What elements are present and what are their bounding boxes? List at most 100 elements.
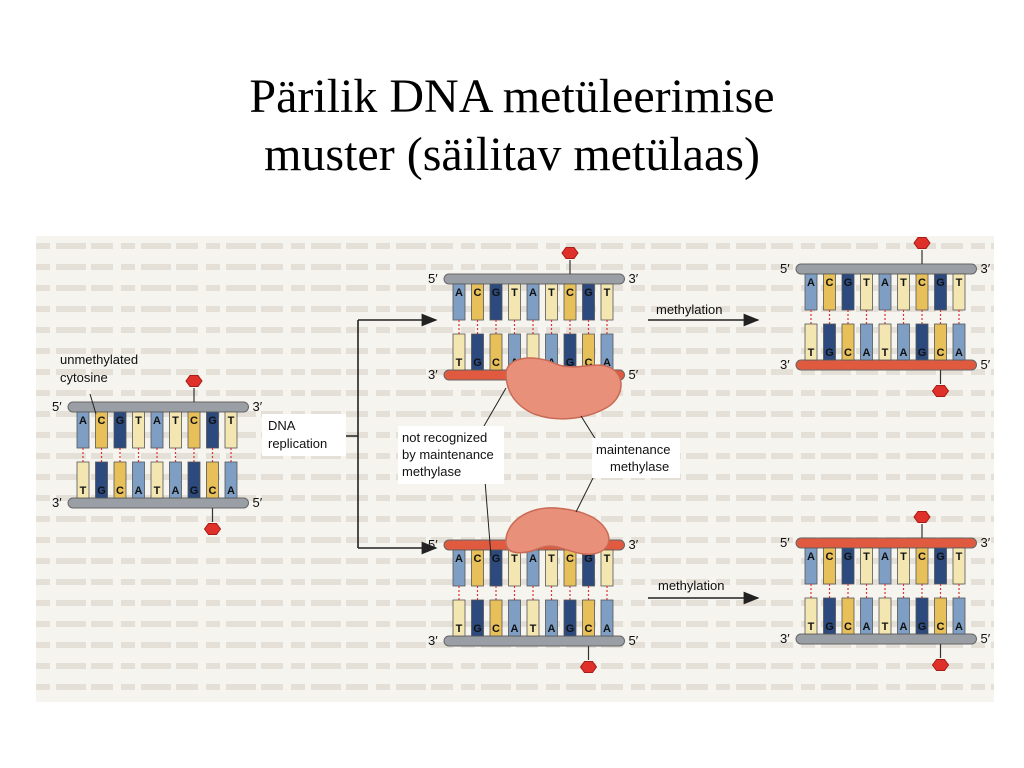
methyl-group-marker <box>561 247 579 259</box>
callout-line-unmethylated <box>89 393 97 415</box>
base-letter-top: G <box>584 553 593 565</box>
base-letter-top: A <box>807 277 815 289</box>
base-letter-top: C <box>474 287 482 299</box>
base-letter-bottom: C <box>937 621 945 633</box>
prime-label-bottom-right: 5′ <box>981 631 991 646</box>
base-letter-top: T <box>548 553 555 565</box>
base-letter-bottom: A <box>511 623 519 635</box>
base-letter-bottom: A <box>900 347 908 359</box>
base-letter-top: G <box>116 415 125 427</box>
label-methylase: methylase <box>610 459 669 474</box>
base-bottom <box>804 323 818 361</box>
base-letter-top: C <box>826 551 834 563</box>
base-letter-bottom: T <box>882 347 889 359</box>
base-bottom <box>600 599 614 637</box>
base-letter-top: A <box>529 553 537 565</box>
base-letter-top: T <box>956 277 963 289</box>
label-not-recognized-1: not recognized <box>402 430 487 445</box>
base-letter-top: T <box>604 287 611 299</box>
base-letter-top: G <box>492 287 501 299</box>
prime-label-top-right: 3′ <box>981 261 991 276</box>
slide-title-line-2: muster (säilitav metülaas) <box>264 128 760 181</box>
base-letter-bottom: C <box>585 623 593 635</box>
base-letter-top: C <box>474 553 482 565</box>
base-bottom <box>169 461 182 499</box>
slide-title-line-1: Pärilik DNA metüleerimise <box>249 70 775 123</box>
label-not-recognized-bg <box>398 426 504 484</box>
base-letter-bottom: C <box>116 485 124 497</box>
base-letter-top: T <box>604 553 611 565</box>
dna-strand-bottom <box>795 359 977 371</box>
base-bottom <box>489 333 503 371</box>
base-bottom <box>915 323 929 361</box>
base-bottom <box>132 461 145 499</box>
base-letter-bottom: G <box>97 485 106 497</box>
base-bottom <box>526 599 540 637</box>
base-bottom <box>582 599 595 637</box>
callout-line-methylase-top <box>580 415 597 441</box>
base-bottom <box>187 461 201 499</box>
methyl-group-marker <box>579 661 598 673</box>
label-maintenance-methylase-bg <box>592 438 680 478</box>
base-letter-bottom: G <box>473 623 482 635</box>
base-letter-bottom: A <box>172 485 180 497</box>
base-letter-bottom: G <box>825 621 834 633</box>
methyl-group-marker <box>185 375 203 387</box>
dna-strand-top <box>795 263 977 275</box>
base-bottom <box>452 333 466 371</box>
label-dna: DNA <box>268 418 296 433</box>
base-letter-bottom: T <box>530 623 537 635</box>
base-bottom <box>934 597 947 635</box>
base-bottom <box>452 599 466 637</box>
base-bottom <box>934 323 947 361</box>
prime-label-bottom-right: 5′ <box>629 633 639 648</box>
callout-line-methylase-bottom <box>575 471 597 513</box>
base-bottom <box>878 597 892 635</box>
base-letter-top: C <box>566 287 574 299</box>
base-bottom <box>224 461 238 499</box>
base-bottom <box>95 461 108 499</box>
base-bottom <box>878 323 892 361</box>
dna-strand-top <box>443 273 625 285</box>
base-letter-top: C <box>826 277 834 289</box>
base-letter-bottom: C <box>492 357 500 369</box>
base-bottom <box>113 461 127 499</box>
prime-label-top-right: 3′ <box>981 535 991 550</box>
base-letter-bottom: C <box>492 623 500 635</box>
base-letter-top: A <box>881 551 889 563</box>
base-bottom <box>841 323 855 361</box>
base-letter-top: A <box>529 287 537 299</box>
prime-label-bottom-left: 3′ <box>52 495 62 510</box>
base-bottom <box>150 461 164 499</box>
methyl-group-marker <box>203 523 222 535</box>
base-letter-top: C <box>190 415 198 427</box>
base-letter-top: G <box>936 551 945 563</box>
base-letter-top: G <box>492 553 501 565</box>
prime-label-top-left: 5′ <box>428 537 438 552</box>
prime-label-top-right: 3′ <box>253 399 263 414</box>
base-letter-top: C <box>918 551 926 563</box>
prime-label-bottom-right: 5′ <box>629 367 639 382</box>
dna-strand-bottom <box>795 633 977 645</box>
base-letter-top: T <box>511 287 518 299</box>
base-bottom <box>915 597 929 635</box>
base-letter-bottom: A <box>955 621 963 633</box>
base-letter-bottom: T <box>456 623 463 635</box>
prime-label-top-right: 3′ <box>629 537 639 552</box>
prime-label-top-right: 3′ <box>629 271 639 286</box>
base-letter-top: G <box>936 277 945 289</box>
base-letter-top: G <box>844 551 853 563</box>
base-letter-bottom: T <box>808 621 815 633</box>
base-letter-bottom: T <box>154 485 161 497</box>
base-bottom <box>952 597 966 635</box>
base-bottom <box>897 323 910 361</box>
base-bottom <box>489 599 503 637</box>
label-methylation-bottom: methylation <box>658 578 724 593</box>
base-letter-top: T <box>956 551 963 563</box>
label-cytosine: cytosine <box>60 370 108 385</box>
base-bottom <box>545 599 558 637</box>
base-letter-bottom: T <box>456 357 463 369</box>
label-replication: replication <box>268 436 327 451</box>
prime-label-bottom-right: 5′ <box>253 495 263 510</box>
